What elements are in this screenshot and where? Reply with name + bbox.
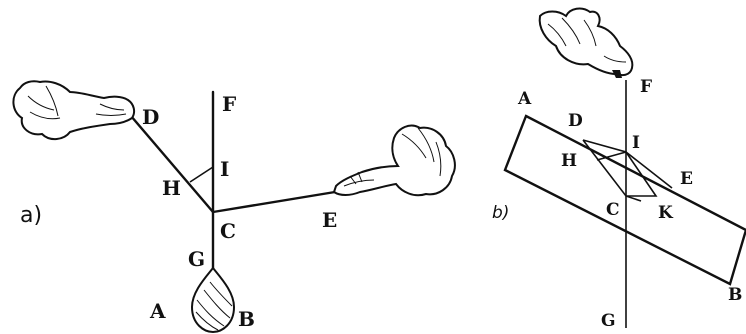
hand-icon	[12, 80, 136, 140]
label-d-b: D	[568, 111, 583, 131]
parallelogram	[582, 139, 658, 197]
label-b: B	[238, 307, 255, 331]
label-a-b: A	[517, 89, 532, 109]
hand-icon	[538, 7, 634, 78]
string-ce	[211, 190, 337, 214]
label-g: G	[188, 247, 205, 271]
segment-he	[625, 151, 673, 189]
label-h: H	[162, 176, 181, 200]
segment-ck	[625, 195, 642, 202]
label-i: I	[220, 157, 229, 181]
label-i-b: I	[632, 133, 640, 153]
label-k-b: K	[658, 203, 674, 223]
caption-b: b)	[492, 203, 509, 223]
panel-b: F A D I H E C K B G b)	[492, 7, 746, 331]
label-e: E	[322, 208, 337, 232]
label-e-b: E	[680, 169, 693, 189]
label-f: F	[222, 92, 236, 116]
weight-icon	[190, 266, 236, 334]
label-b-b: B	[728, 285, 742, 305]
segment-hi	[189, 166, 214, 183]
label-f-b: F	[640, 77, 652, 97]
caption-a: a)	[20, 203, 42, 228]
label-c-b: C	[606, 200, 620, 220]
label-h-b: H	[561, 151, 577, 171]
board	[503, 114, 746, 286]
hand-icon	[332, 124, 456, 197]
label-g-b: G	[601, 311, 616, 331]
segment-hi-b	[596, 151, 627, 161]
string-dc	[129, 114, 215, 214]
panel-a: F D I H C E G A B a)	[12, 80, 456, 334]
label-a: A	[149, 299, 166, 323]
label-d: D	[142, 105, 159, 129]
label-c: C	[220, 219, 236, 243]
